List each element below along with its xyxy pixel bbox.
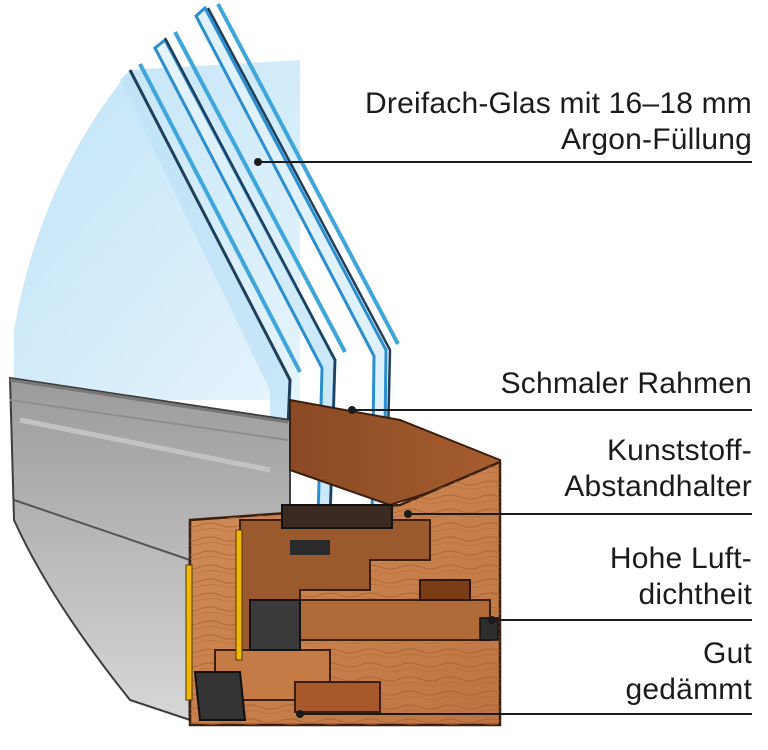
callout-airtightness-line2: dichtheit [638,578,752,611]
callout-well-insulated: Gut gedämmt [626,636,752,708]
callout-plastic-spacer-line1: Kunststoff- [606,434,752,467]
callout-triple-glass: Dreifach-Glas mit 16–18 mm Argon-Füllung [365,86,752,158]
callout-well-insulated-line1: Gut [703,637,752,670]
callout-triple-glass-line2: Argon-Füllung [560,123,752,156]
gasket-bottom [193,671,247,721]
sky-glass-area [14,60,300,400]
callout-plastic-spacer: Kunststoff- Abstandhalter [564,433,752,505]
callout-triple-glass-line1: Dreifach-Glas mit 16–18 mm [365,87,752,120]
callout-plastic-spacer-line2: Abstandhalter [564,470,752,503]
insulation-strip [294,681,381,713]
leader-lines [254,158,752,718]
callout-airtightness: Hohe Luft- dichtheit [610,541,752,613]
yellow-seal [235,529,243,661]
callout-airtightness-line1: Hohe Luft- [609,542,752,575]
callout-narrow-frame: Schmaler Rahmen [501,366,752,402]
callout-narrow-frame-line1: Schmaler Rahmen [500,367,752,400]
callout-well-insulated-line2: gedämmt [625,673,752,706]
plastic-spacer [281,504,393,529]
wood-frame [185,398,502,727]
spacer-and-gaskets [193,504,499,721]
